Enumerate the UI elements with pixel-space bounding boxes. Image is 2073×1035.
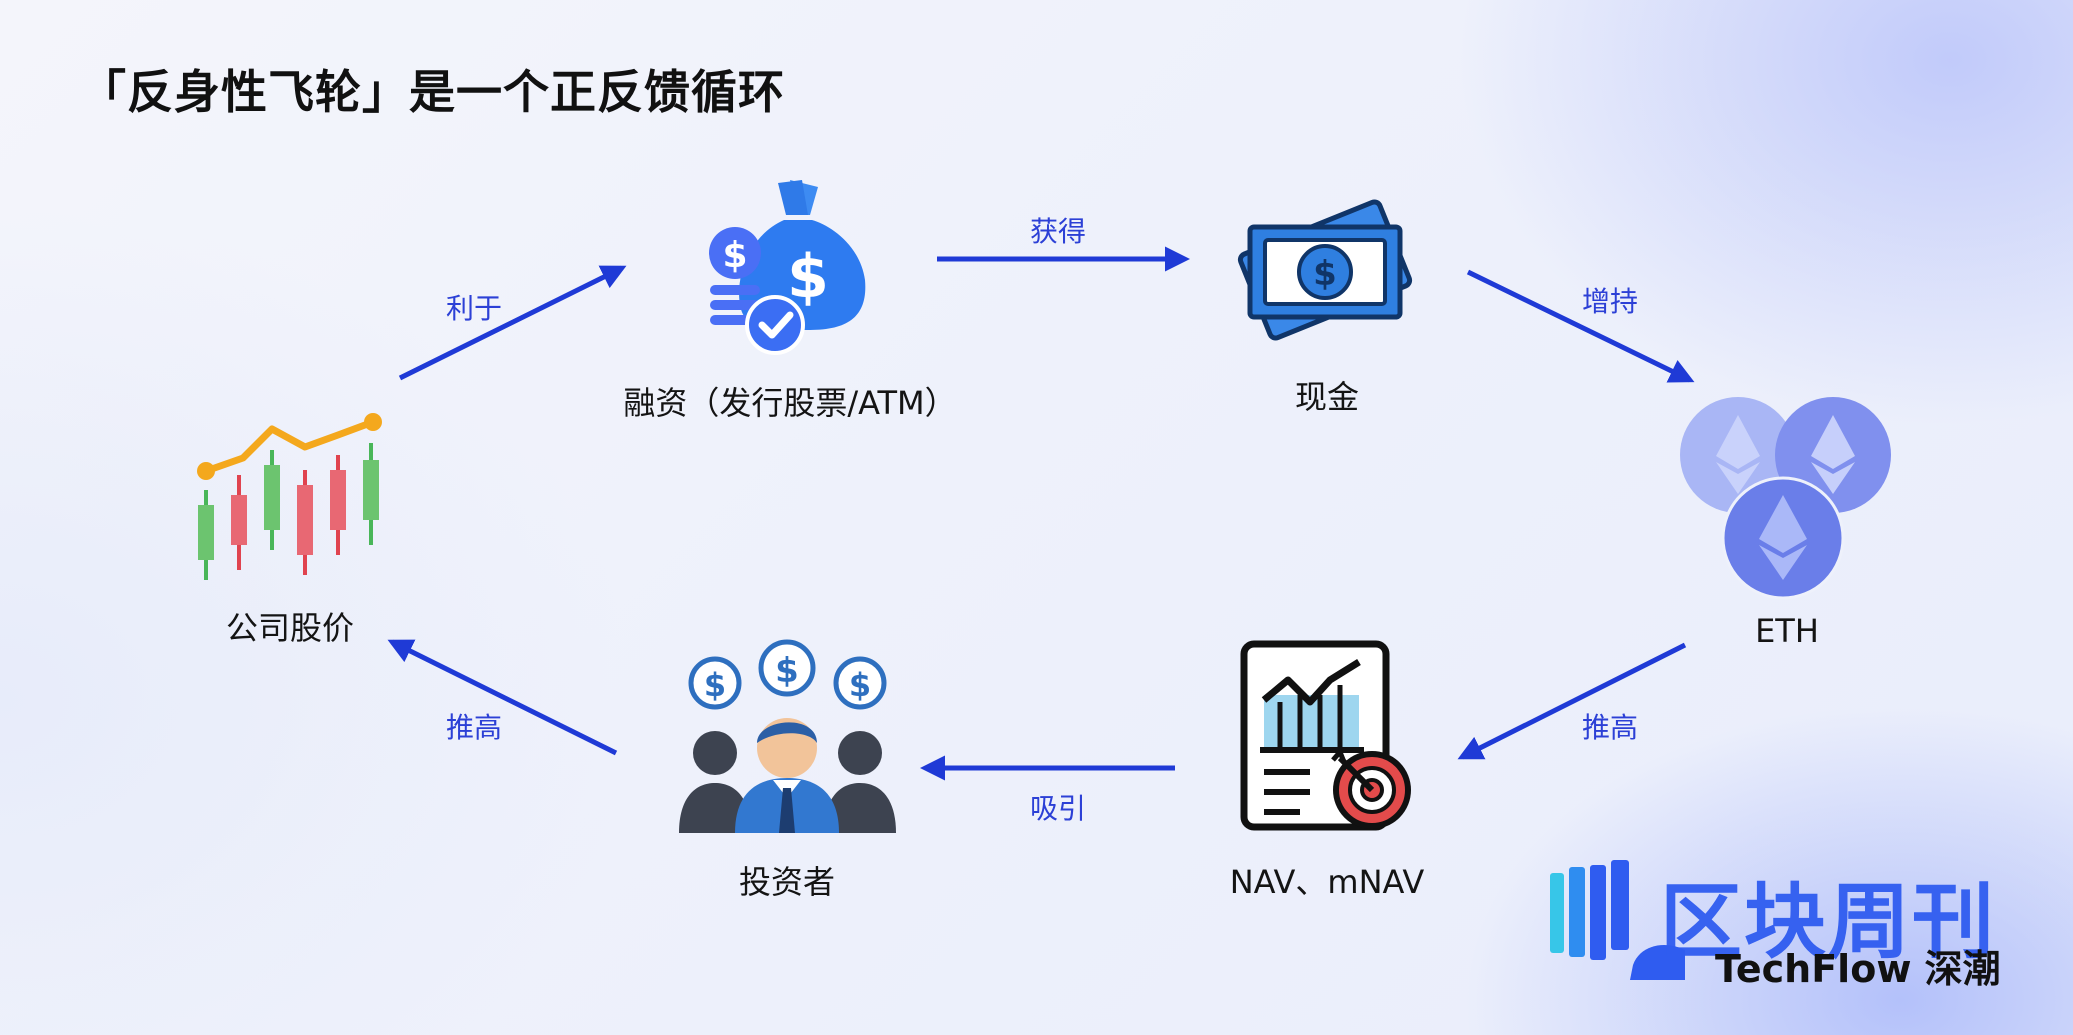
- node-stock-price: 公司股价: [225, 609, 355, 647]
- edge-label-investors-to-stock: 推高: [445, 711, 503, 744]
- edge-label-cash-to-eth: 增持: [1581, 285, 1639, 318]
- arrow-cash-to-eth: [1466, 269, 1695, 383]
- money-bag-icon: $ $: [709, 180, 866, 355]
- edge-label-nav-to-investors: 吸引: [1029, 792, 1087, 825]
- svg-text:$: $: [722, 235, 747, 276]
- node-investors: 投资者: [738, 863, 836, 901]
- ethereum-coins-icon: [1680, 397, 1891, 600]
- svg-text:$: $: [775, 651, 799, 691]
- candlestick-chart-icon: [197, 413, 382, 580]
- node-cash: 现金: [1294, 378, 1360, 416]
- arrow-stock-to-financing: [398, 265, 627, 381]
- arrow-eth-to-nav: [1457, 642, 1687, 760]
- node-nav: NAV、mNAV: [1229, 863, 1425, 901]
- logo-text-cn: 区块周刊: [1660, 875, 1997, 970]
- banknote-icon: $: [1237, 199, 1413, 341]
- logo-text-brand: TechFlow 深潮: [1715, 947, 2001, 991]
- edge-label-financing-to-cash: 获得: [1029, 215, 1087, 248]
- techflow-logo-icon: [1550, 860, 1685, 980]
- svg-text:$: $: [1313, 254, 1337, 294]
- page-title: 「反身性飞轮」是一个正反馈循环: [80, 65, 785, 119]
- edge-label-eth-to-nav: 推高: [1581, 711, 1639, 744]
- node-eth: ETH: [1755, 612, 1819, 650]
- arrow-investors-to-stock: [387, 639, 618, 756]
- svg-text:$: $: [787, 242, 829, 312]
- investors-icon: $ $ $: [679, 639, 896, 833]
- svg-text:$: $: [704, 666, 726, 704]
- node-financing: 融资（发行股票/ATM）: [623, 384, 957, 422]
- svg-text:$: $: [849, 666, 871, 704]
- edge-label-stock-to-financing: 利于: [445, 292, 503, 325]
- report-target-icon: [1240, 640, 1411, 831]
